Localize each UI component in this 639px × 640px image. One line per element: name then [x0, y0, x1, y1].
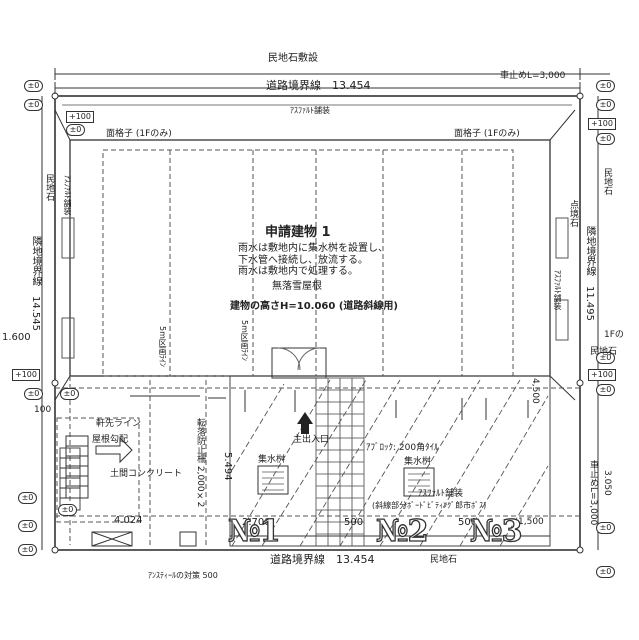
eaves-line-label: 軒先ライン: [96, 419, 142, 429]
level-marker: ±0: [596, 566, 615, 578]
left-dim-4024: 4.024: [114, 515, 143, 526]
block-tile-label: ｱﾌﾞﾛｯｸ: 200角ﾀｲﾙ: [366, 443, 439, 453]
dim-500-b: 500: [458, 517, 478, 528]
level-plus-box: +100: [588, 118, 616, 130]
top-asphalt-label: ｱｽﾌｧﾙﾄ舗装: [290, 106, 330, 115]
bottom-stone-label: 民地石: [430, 555, 458, 565]
level-marker: ±0: [18, 544, 37, 556]
top-curb-stop-label: 車止めL=3,000: [500, 71, 566, 81]
level-marker: ±0: [596, 352, 615, 364]
building-note-1: 雨水は敷地内に集水桝を設置し、: [238, 243, 388, 254]
building-title: 申請建物 1: [265, 225, 331, 240]
bottom-road-boundary-label: 道路境界線 13.454: [270, 553, 375, 566]
parking-slot-1: №1: [227, 513, 281, 549]
right-curb-stop-label: 車止めL=3,000: [588, 460, 598, 526]
level-marker: ±0: [596, 80, 615, 92]
level-marker: ±0: [596, 133, 615, 145]
parking-slot-2: №2: [375, 513, 429, 549]
left-boundary-label: 隣地境界線 14.545: [30, 236, 41, 331]
parking-asphalt-label: ｱｽﾌｧﾙﾄ舗装: [418, 489, 464, 499]
level-marker: ±0: [596, 522, 615, 534]
top-boundary-label: 民地石敷設: [268, 53, 318, 64]
top-road-boundary-label: 道路境界線 13.454: [266, 79, 371, 92]
right-stone-label: 民地石: [602, 168, 612, 195]
left-dim-100: 100: [34, 405, 52, 415]
concrete-label: 土間コンクリート: [110, 469, 183, 479]
lattice-left-label: 面格子 (1Fのみ): [106, 129, 172, 139]
level-marker: ±0: [66, 124, 85, 136]
level-plus-box: +100: [12, 369, 40, 381]
building-height-label: 建物の高さH=10.060 (道路斜線用): [230, 301, 398, 312]
level-marker: ±0: [24, 99, 43, 111]
entrance-arrow-icon: [297, 412, 313, 434]
level-marker: ±0: [24, 80, 43, 92]
building-note-3: 雨水は敷地内で処理する。: [238, 266, 358, 277]
level-plus-box: +100: [588, 369, 616, 381]
building-note-2: 下水管へ接続し、放流する。: [238, 255, 368, 266]
level-marker: ±0: [60, 388, 79, 400]
slot-line-label-1: 5m区画ﾗｲﾝ: [158, 326, 167, 367]
level-marker: ±0: [24, 388, 43, 400]
right-stone2-label: 民地石: [590, 347, 618, 357]
lattice-right-label: 面格子 (1Fのみ): [454, 129, 520, 139]
left-asphalt-label: ｱｽﾌｧﾙﾄ舗装: [63, 175, 72, 215]
level-marker: ±0: [58, 504, 77, 516]
property-boundary: [54, 95, 581, 551]
parking-note-label: (斜線部分ﾎﾞｰﾄﾞﾋﾞﾃｨﾝｸﾞ郎市ﾎﾞｽ): [372, 501, 487, 510]
level-marker: ±0: [596, 99, 615, 111]
right-boundary-label: 隣地境界線 11.495: [584, 226, 595, 321]
left-dim-1600: 1.600: [2, 332, 31, 343]
dim-2700: 2.700: [242, 517, 271, 528]
level-marker: ±0: [18, 492, 37, 504]
left-stone-label: 民地石: [44, 174, 54, 201]
entrance-label: 主出入口: [293, 435, 330, 445]
catch-basin-left-label: 集水桝: [258, 455, 286, 465]
parking-slot-3: №3: [469, 513, 523, 549]
bottom-left-note: ｱﾝｽﾃｨｰﾙの対策 500: [148, 571, 218, 580]
level-plus-box: +100: [66, 111, 94, 123]
right-point-stone-label: 点境石: [568, 200, 578, 227]
slot-line-label-2: 5m区画ﾗｲﾝ: [240, 320, 249, 361]
right-first-floor-label: 1Fの: [604, 330, 624, 340]
catch-basin-right-label: 集水桝: [404, 457, 432, 467]
roof-slope-label: 屋根勾配: [92, 435, 129, 445]
right-dim-3050: 3.050: [602, 470, 612, 496]
roof-type-label: 無落雪屋根: [272, 281, 322, 292]
dim-5494: 5.494: [222, 452, 233, 481]
dim-500-a: 500: [344, 517, 364, 528]
dim-1500: 1,500: [518, 517, 544, 527]
level-marker: ±0: [596, 384, 615, 396]
level-marker: ±0: [18, 520, 37, 532]
right-dim-4500: 4,500: [530, 378, 540, 404]
fall-prevention-label: 転落防止柵 2,000×2: [195, 418, 205, 508]
right-asphalt-label: ｱｽﾌｧﾙﾄ舗装: [553, 270, 562, 310]
